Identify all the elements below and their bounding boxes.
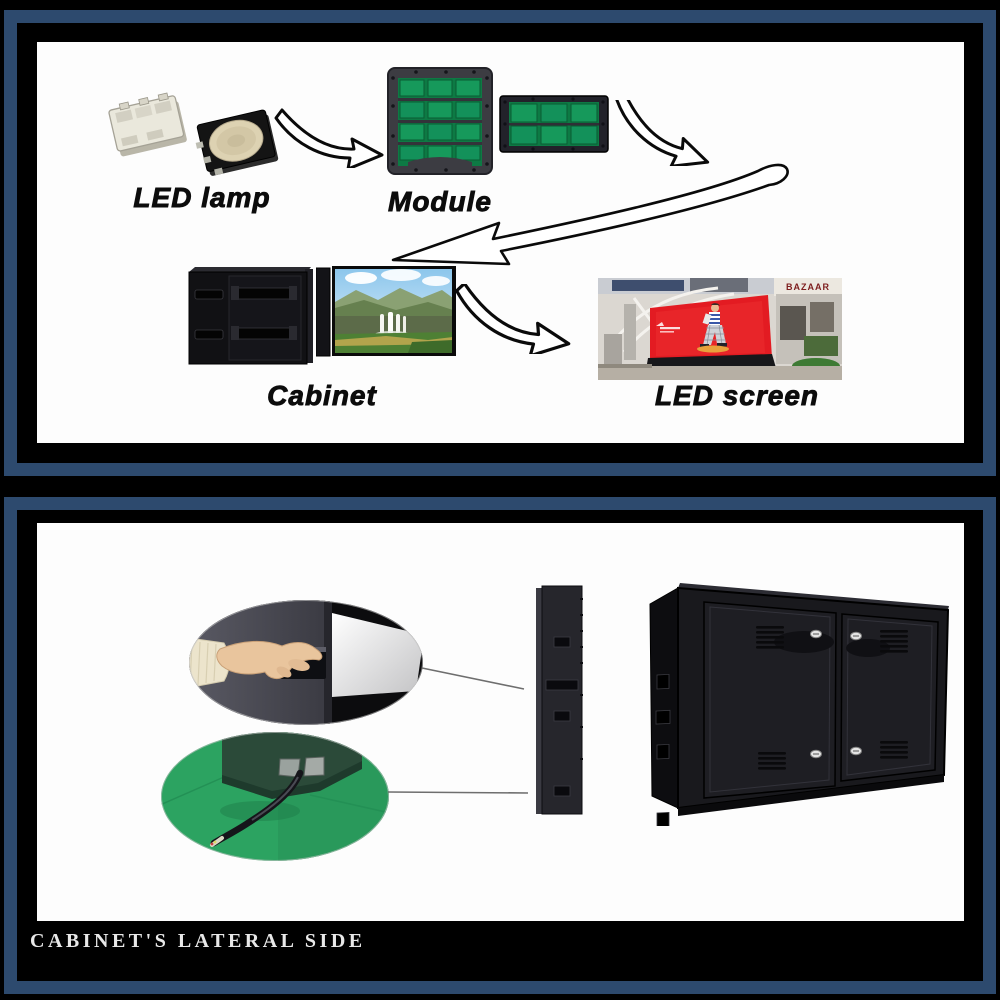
hand — [189, 636, 323, 690]
smd-chip-black-lens — [195, 109, 279, 176]
cabinet-back-photo — [188, 267, 313, 365]
step-label-led-screen: LED screen — [654, 380, 820, 412]
step-label-cabinet: Cabinet — [267, 380, 377, 412]
metal-sheet — [332, 613, 423, 697]
led-lamp-photo — [108, 92, 279, 176]
flow-arrow-module-out — [614, 100, 710, 166]
flow-arrow-row-transition — [391, 163, 789, 266]
handle-detail-callout — [189, 600, 423, 725]
billboard-sign-text: BAZAAR — [786, 282, 830, 292]
side-handle-slot — [545, 679, 579, 691]
callout-pointer-lines — [387, 667, 529, 794]
flow-arrow-cabinet-to-led-screen — [455, 284, 571, 354]
step-label-led-lamp: LED lamp — [133, 182, 271, 214]
flow-arrow-led-lamp-to-module — [274, 108, 384, 168]
smd-chip-white — [108, 92, 187, 157]
cabinet-lateral-side-photo — [536, 585, 583, 815]
side-slot — [553, 710, 571, 722]
vent-grille — [756, 626, 908, 770]
side-slot — [553, 785, 571, 797]
walking-model-figure — [697, 303, 729, 353]
panel-caption: CABINET'S LATERAL SIDE — [30, 930, 366, 952]
landscape-picture — [335, 269, 453, 353]
side-slot — [553, 636, 571, 648]
billboard-logo — [656, 322, 680, 333]
module-photo-large — [387, 67, 493, 175]
cabinet-side-face — [649, 587, 679, 809]
step-label-module: Module — [388, 186, 492, 218]
cabinet-front-photo — [316, 266, 456, 357]
cable-detail-callout — [161, 732, 389, 861]
module-screws — [503, 97, 605, 151]
edge-stitches — [580, 598, 583, 760]
side-face-slots — [655, 673, 671, 826]
module-photo-small — [499, 95, 609, 153]
cabinet-rear-3q-photo — [649, 583, 950, 826]
door-locks — [810, 629, 862, 759]
module-screws — [391, 70, 489, 172]
led-screen-photo: BAZAAR — [598, 278, 842, 380]
